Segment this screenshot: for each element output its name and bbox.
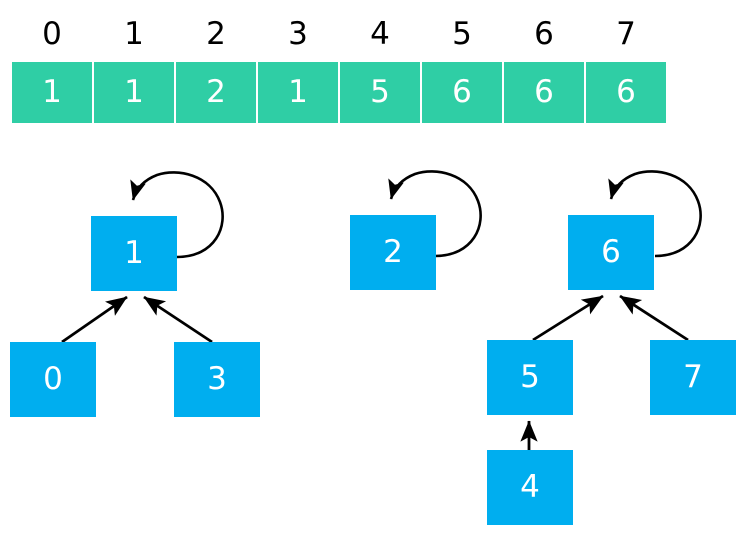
array-index-label: 3 [288, 16, 308, 52]
edge-5-to-6 [532, 294, 604, 342]
array-index-row: 0 1 2 3 4 5 6 7 [12, 12, 667, 56]
array-index-label: 0 [42, 16, 62, 52]
array-index-label: 2 [206, 16, 226, 52]
graph-node-6[interactable]: 6 [568, 215, 654, 290]
array-cell[interactable]: 6 [504, 62, 584, 123]
graph-node-7[interactable]: 7 [650, 340, 736, 415]
graph-node-0[interactable]: 0 [10, 342, 96, 417]
array-cell[interactable]: 6 [586, 62, 666, 123]
array-index-label: 1 [124, 16, 144, 52]
array-cell[interactable]: 1 [94, 62, 174, 123]
graph-node-1[interactable]: 1 [91, 216, 177, 291]
array-cell[interactable]: 1 [258, 62, 338, 123]
array-index-label: 7 [616, 16, 636, 52]
array-cell[interactable]: 5 [340, 62, 420, 123]
array-index-label: 5 [452, 16, 472, 52]
edge-0-to-1 [61, 295, 128, 344]
graph-node-3[interactable]: 3 [174, 342, 260, 417]
edge-3-to-1 [143, 295, 213, 344]
array-index-label: 6 [534, 16, 554, 52]
graph-node-4[interactable]: 4 [487, 450, 573, 525]
graph-node-5[interactable]: 5 [487, 340, 573, 415]
array-cell[interactable]: 1 [12, 62, 92, 123]
edge-7-to-6 [619, 294, 689, 342]
array-index-label: 4 [370, 16, 390, 52]
graph-node-2[interactable]: 2 [350, 215, 436, 290]
array-cell[interactable]: 6 [422, 62, 502, 123]
array-cell[interactable]: 2 [176, 62, 256, 123]
